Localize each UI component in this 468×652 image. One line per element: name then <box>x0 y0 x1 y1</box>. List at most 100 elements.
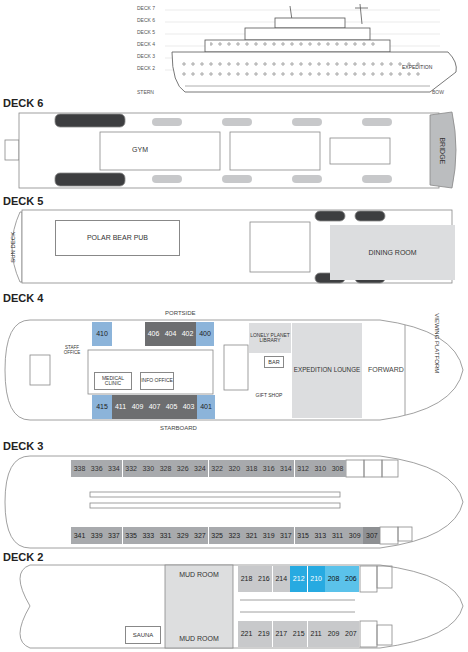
room-label: 335 <box>125 532 137 540</box>
room-box: 404 <box>162 322 179 346</box>
room-label: 330 <box>142 465 154 473</box>
room-box: 216 <box>255 566 272 592</box>
deck-label: DECK 3 <box>3 441 43 452</box>
room-box: 402 <box>179 322 196 346</box>
room-label: 219 <box>258 630 270 638</box>
room-label: 318 <box>246 465 258 473</box>
room-label: 214 <box>275 575 287 583</box>
room-label: MUD ROOM <box>179 571 219 579</box>
room-box: MUD ROOM <box>170 568 228 582</box>
room-box: 308 <box>329 460 346 477</box>
profile-label: STERN <box>137 90 154 95</box>
room-label: 316 <box>263 465 275 473</box>
deck-label: STARBOARD <box>160 425 197 431</box>
room-box: 338 <box>71 460 88 477</box>
room-label: 406 <box>148 330 160 338</box>
room-box: 324 <box>191 460 208 477</box>
deck-label: DECK 2 <box>3 552 43 563</box>
room-box: 411 <box>112 395 129 419</box>
deck-label: PORTSIDE <box>165 310 196 316</box>
profile-label: DECK 4 <box>137 42 155 47</box>
room-box: 403 <box>180 395 197 419</box>
room-label: 321 <box>246 532 258 540</box>
room-box: INFO OFFICE <box>140 372 174 390</box>
room-label: 221 <box>241 630 253 638</box>
room-box: 339 <box>88 527 105 544</box>
room-box: 410 <box>92 322 112 346</box>
room-box: 334 <box>105 460 122 477</box>
room-box: 219 <box>255 621 272 647</box>
room-box: 210 <box>308 566 325 592</box>
room-label: 404 <box>165 330 177 338</box>
room-box: 317 <box>277 527 294 544</box>
room-box: 409 <box>129 395 146 419</box>
room-box: 332 <box>123 460 140 477</box>
room-box: EXPEDITION LOUNGE <box>292 323 362 418</box>
room-box: 406 <box>145 322 162 346</box>
room-label: STAFF OFFICE <box>57 346 87 356</box>
profile-label: BOW <box>432 90 444 95</box>
room-label: 315 <box>297 532 309 540</box>
room-box: 322 <box>209 460 226 477</box>
room-box: 211 <box>308 621 325 647</box>
room-label: 217 <box>275 630 287 638</box>
room-box: 325 <box>209 527 226 544</box>
deck-label: DECK 5 <box>3 196 43 207</box>
room-box: 214 <box>273 566 290 592</box>
room-label: 411 <box>115 403 126 411</box>
room-label: 341 <box>74 532 86 540</box>
room-label: 218 <box>241 575 253 583</box>
deck-label: FORWARD <box>368 366 404 373</box>
room-label: BAR <box>268 359 279 365</box>
room-label: 211 <box>311 630 322 638</box>
room-label: 402 <box>182 330 194 338</box>
room-label: SUN DECK <box>10 232 17 263</box>
room-label: 415 <box>96 403 108 411</box>
room-label: 206 <box>345 575 357 583</box>
room-label: INFO OFFICE <box>141 378 173 384</box>
room-box: 327 <box>191 527 208 544</box>
room-box: 313 <box>312 527 329 544</box>
room-box: BAR <box>264 356 284 368</box>
room-label: 337 <box>108 532 120 540</box>
room-label: 336 <box>91 465 103 473</box>
room-box: VIEWING PLATFORM <box>402 335 468 351</box>
room-box: 333 <box>140 527 157 544</box>
room-label: 326 <box>177 465 189 473</box>
room-label: 339 <box>91 532 103 540</box>
room-box: 311 <box>329 527 346 544</box>
room-label: 307 <box>366 532 378 540</box>
room-label: 403 <box>183 403 195 411</box>
room-box: 316 <box>260 460 277 477</box>
room-box: GYM <box>120 140 160 160</box>
room-label: 410 <box>96 330 108 338</box>
room-label: 333 <box>142 532 154 540</box>
room-label: 216 <box>258 575 270 583</box>
room-label: 212 <box>293 575 305 583</box>
room-label: 311 <box>332 532 343 540</box>
ship-profile <box>165 4 456 92</box>
room-box: 312 <box>295 460 312 477</box>
room-box: MUD ROOM <box>170 632 228 646</box>
room-box: 401 <box>197 395 215 419</box>
room-box: 309 <box>346 527 363 544</box>
room-label: POLAR BEAR PUB <box>87 234 148 242</box>
room-label: 210 <box>310 575 322 583</box>
room-box: 221 <box>238 621 255 647</box>
profile-label: DECK 2 <box>137 66 155 71</box>
room-box: 315 <box>295 527 312 544</box>
room-box: 206 <box>342 566 359 592</box>
room-label: 310 <box>314 465 326 473</box>
room-box: GIFT SHOP <box>254 390 284 402</box>
room-box: 209 <box>325 621 342 647</box>
room-label: 209 <box>328 630 340 638</box>
room-label: 317 <box>280 532 292 540</box>
room-box: 321 <box>243 527 260 544</box>
room-label: 332 <box>125 465 137 473</box>
room-box: 323 <box>226 527 243 544</box>
room-box: 319 <box>260 527 277 544</box>
room-label: GYM <box>132 146 148 154</box>
room-box: 341 <box>71 527 88 544</box>
room-label: 320 <box>228 465 240 473</box>
